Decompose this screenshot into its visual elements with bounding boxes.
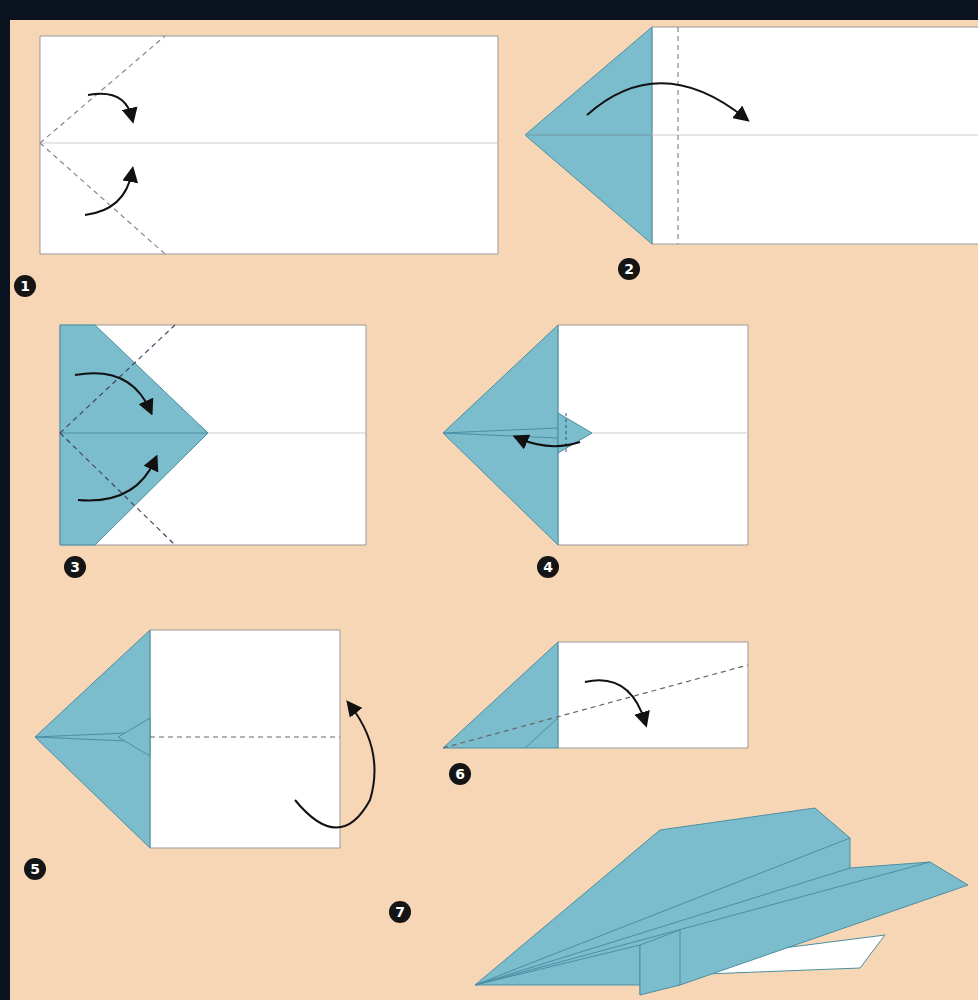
callout-number: 1 — [14, 275, 36, 297]
step2-figure — [525, 27, 978, 244]
step4-figure — [443, 325, 748, 545]
step5-figure — [35, 630, 375, 848]
step6-figure — [443, 642, 748, 748]
callout-number: 2 — [618, 258, 640, 280]
step1-figure — [40, 36, 498, 254]
callout-number: 5 — [24, 858, 46, 880]
callout-number: 3 — [64, 556, 86, 578]
callout-number: 7 — [389, 901, 411, 923]
step3-figure — [60, 325, 366, 545]
callout-number: 6 — [449, 763, 471, 785]
callout-number: 4 — [537, 556, 559, 578]
step7-plane — [475, 808, 968, 995]
